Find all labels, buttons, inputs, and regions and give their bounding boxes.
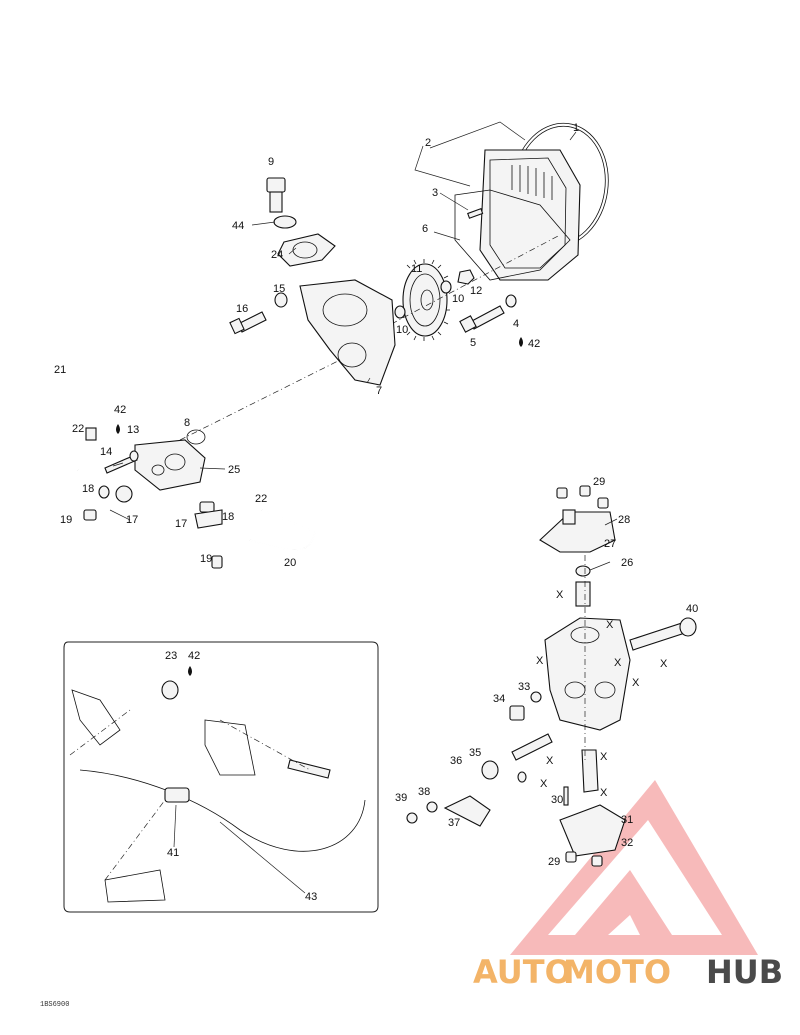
part-label-14: 14 xyxy=(100,446,112,458)
x-mark: X xyxy=(546,755,554,767)
part-label-2: 2 xyxy=(425,137,431,149)
part-label-33: 33 xyxy=(518,681,530,693)
brand-auto: AUTO xyxy=(473,953,572,991)
part-label-10b: 10 xyxy=(396,324,408,336)
part-label-37: 37 xyxy=(448,817,460,829)
part-label-22b: 22 xyxy=(255,493,267,505)
part-label-8: 8 xyxy=(184,417,190,429)
part-label-29a: 29 xyxy=(593,476,605,488)
part-label-1: 1 xyxy=(573,122,579,134)
rotary-valve-cover-assembly xyxy=(379,122,609,347)
watermark-brand-text: AUTO MOTO HUB xyxy=(473,953,783,991)
part-label-11: 11 xyxy=(411,263,422,275)
part-label-31: 31 xyxy=(621,814,633,826)
part-label-3: 3 xyxy=(432,187,438,199)
part-label-21: 21 xyxy=(54,364,66,376)
x-mark: X xyxy=(556,589,564,601)
x-marks: X X X X X X X X X X xyxy=(536,589,668,799)
x-mark: X xyxy=(600,751,608,763)
x-mark: X xyxy=(614,657,622,669)
part-label-19a: 19 xyxy=(60,514,72,526)
part-label-22a: 22 xyxy=(72,423,84,435)
part-number-labels: 1 2 3 4 5 6 7 8 9 10 10 11 12 13 14 15 1… xyxy=(54,122,698,903)
part-label-25: 25 xyxy=(228,464,240,476)
part-label-6: 6 xyxy=(422,223,428,235)
part-label-15: 15 xyxy=(273,283,285,295)
part-label-34: 34 xyxy=(493,693,505,705)
x-mark: X xyxy=(632,677,640,689)
oil-pump-right-assembly xyxy=(406,485,697,867)
part-label-39: 39 xyxy=(395,792,407,804)
part-label-19b: 19 xyxy=(200,553,212,565)
part-label-18b: 18 xyxy=(222,511,234,523)
figure-code: 1BS6900 xyxy=(40,1001,69,1009)
part-label-29b: 29 xyxy=(548,856,560,868)
part-label-43: 43 xyxy=(305,891,317,903)
part-label-38: 38 xyxy=(418,786,430,798)
part-label-41: 41 xyxy=(167,847,179,859)
part-label-4: 4 xyxy=(513,318,519,330)
part-label-42c: 42 xyxy=(188,650,200,662)
part-label-5: 5 xyxy=(470,337,476,349)
part-label-20: 20 xyxy=(284,557,296,569)
x-mark: X xyxy=(540,778,548,790)
part-label-18a: 18 xyxy=(82,483,94,495)
part-label-42b: 42 xyxy=(114,404,126,416)
x-mark: X xyxy=(536,655,544,667)
leader-lines xyxy=(109,121,618,894)
brand-moto: MOTO xyxy=(563,953,671,991)
x-mark: X xyxy=(600,787,608,799)
part-label-24: 24 xyxy=(271,249,283,261)
part-label-10a: 10 xyxy=(452,293,464,305)
inset-panel-cable xyxy=(63,641,379,913)
part-label-17a: 17 xyxy=(126,514,138,526)
part-label-7: 7 xyxy=(376,385,382,397)
part-label-27: 27 xyxy=(604,538,616,550)
rotary-valve-gear-icon xyxy=(402,259,450,341)
part-label-17b: 17 xyxy=(175,518,187,530)
part-label-12: 12 xyxy=(470,285,482,297)
part-label-40: 40 xyxy=(686,603,698,615)
part-label-13: 13 xyxy=(127,424,139,436)
watermark-logo-icon xyxy=(510,780,758,955)
part-label-23: 23 xyxy=(165,650,177,662)
part-label-35: 35 xyxy=(469,747,481,759)
brand-hub: HUB xyxy=(706,953,783,991)
part-label-42a: 42 xyxy=(528,338,540,350)
x-mark: X xyxy=(606,619,614,631)
x-mark: X xyxy=(660,658,668,670)
part-label-9: 9 xyxy=(268,156,274,168)
part-label-16: 16 xyxy=(236,303,248,315)
pump-mounting-housing xyxy=(179,177,396,441)
part-label-28: 28 xyxy=(618,514,630,526)
part-label-30: 30 xyxy=(551,794,563,806)
part-label-26: 26 xyxy=(621,557,633,569)
oil-pump-left-assembly xyxy=(53,380,316,569)
part-label-32: 32 xyxy=(621,837,633,849)
part-label-44: 44 xyxy=(232,220,244,232)
part-label-36: 36 xyxy=(450,755,462,767)
